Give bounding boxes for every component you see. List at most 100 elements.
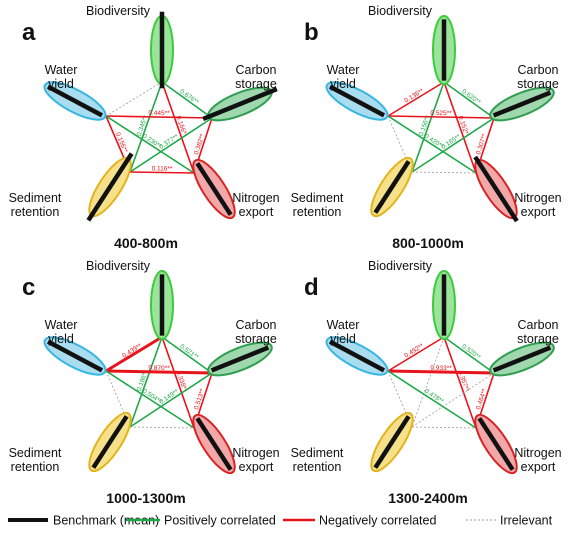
label-water-2: yield (48, 332, 74, 346)
label-carbon-2: storage (517, 332, 559, 346)
edge-label-carbon-nitrogen: 0.513** (193, 388, 206, 411)
edge-biodiversity-nitrogen (443, 336, 477, 429)
edge-carbon-water (105, 115, 213, 119)
edge-carbon-sediment (411, 117, 495, 173)
legend-benchmark-label: Benchmark (mean) (53, 514, 159, 528)
edge-biodiversity-carbon (161, 81, 213, 119)
node-carbon (489, 341, 555, 377)
benchmark-bar-nitrogen (195, 417, 233, 471)
edge-label-carbon-water: 0.933** (430, 365, 452, 372)
label-sediment-2: retention (11, 205, 60, 219)
edge-biodiversity-sediment (411, 81, 445, 173)
benchmark-bar-sediment (373, 160, 411, 214)
benchmark-bar-nitrogen (473, 155, 519, 223)
edge-label-water-sediment: 0.156** (114, 131, 129, 154)
node-biodiversity (150, 11, 174, 89)
benchmark-bar-carbon (202, 87, 278, 121)
edge-label-biodiversity-carbon: 0.520** (460, 343, 482, 361)
edge-carbon-sediment (129, 117, 213, 173)
node-sediment (370, 411, 414, 473)
label-carbon-2: storage (235, 332, 277, 346)
node-nitrogen (192, 158, 236, 220)
panel-d: 0.520**0.492**0.357**0.933**0.464**0.478… (291, 259, 562, 506)
node-biodiversity (432, 15, 456, 85)
edge-sediment-nitrogen (129, 426, 195, 429)
panel-range-c: 1000-1300m (106, 490, 185, 506)
edge-label-biodiversity-carbon: 0.521** (178, 343, 200, 361)
edge-carbon-sediment (129, 372, 213, 428)
node-water (43, 81, 107, 121)
node-sediment (370, 156, 414, 218)
edge-biodiversity-water (387, 336, 445, 372)
node-water (325, 336, 389, 376)
label-nitrogen-1: Nitrogen (514, 191, 561, 205)
edge-biodiversity-water (387, 81, 445, 117)
edge-biodiversity-sediment (129, 336, 163, 428)
benchmark-bar-water (328, 84, 386, 118)
label-sediment-2: retention (293, 460, 342, 474)
benchmark-bar-sediment (86, 152, 134, 222)
legend-positive-label: Positively correlated (164, 514, 276, 528)
label-sediment-2: retention (11, 460, 60, 474)
label-sediment-1: Sediment (291, 191, 344, 205)
label-nitrogen-2: export (521, 205, 556, 219)
benchmark-bar-nitrogen (477, 417, 515, 471)
panel-b: 0.620**0.136**0.156**0.152**0.525**0.165… (291, 4, 562, 251)
label-sediment-2: retention (293, 205, 342, 219)
label-water-1: Water (327, 63, 360, 77)
node-sediment (86, 152, 134, 222)
benchmark-bar-sediment (373, 415, 411, 469)
edge-water-nitrogen (387, 370, 477, 429)
node-biodiversity (150, 270, 174, 340)
node-carbon (207, 341, 273, 377)
edge-water-nitrogen (105, 115, 195, 174)
edge-water-nitrogen (387, 115, 477, 174)
edge-carbon-sediment (411, 372, 495, 428)
label-water-1: Water (45, 318, 78, 332)
label-carbon-1: Carbon (236, 318, 277, 332)
edge-biodiversity-nitrogen (443, 81, 477, 174)
edge-carbon-water (105, 369, 213, 375)
node-nitrogen (474, 413, 518, 475)
label-carbon-2: storage (517, 77, 559, 91)
panel-c: 0.521**0.439**0.186**0.338**0.870**0.149… (9, 259, 280, 506)
edge-carbon-water (387, 115, 495, 119)
panel-letter-b: b (304, 19, 319, 46)
label-water-2: yield (330, 332, 356, 346)
panel-letter-d: d (304, 274, 319, 301)
node-carbon (202, 86, 278, 122)
panel-letter-a: a (22, 19, 36, 46)
panel-range-a: 400-800m (114, 235, 178, 251)
label-water-1: Water (45, 63, 78, 77)
label-nitrogen-1: Nitrogen (514, 446, 561, 460)
benchmark-bar-carbon (210, 345, 270, 373)
label-biodiversity: Biodiversity (368, 4, 433, 18)
edge-label-carbon-water: 0.870** (148, 365, 170, 372)
label-sediment-1: Sediment (291, 446, 344, 460)
edge-water-nitrogen (105, 370, 195, 429)
node-biodiversity (432, 270, 456, 340)
node-sediment (88, 411, 132, 473)
edge-biodiversity-carbon (161, 336, 213, 374)
label-biodiversity: Biodiversity (86, 4, 151, 18)
edge-biodiversity-sediment (129, 81, 163, 173)
label-biodiversity: Biodiversity (368, 259, 433, 273)
benchmark-bar-water (46, 339, 104, 373)
edge-label-carbon-nitrogen: 0.382** (193, 133, 206, 156)
edge-label-carbon-water: 0.445** (148, 110, 170, 117)
label-water-1: Water (327, 318, 360, 332)
edge-biodiversity-nitrogen (161, 336, 195, 429)
edge-biodiversity-water (105, 335, 163, 373)
node-nitrogen (473, 155, 519, 223)
node-water (43, 336, 107, 376)
legend-irrelevant-label: Irrelevant (500, 514, 553, 528)
label-carbon-2: storage (235, 77, 277, 91)
panel-a: 0.676**0.345**0.166**0.445**0.377**0.382… (9, 4, 280, 251)
panel-range-d: 1300-2400m (388, 490, 467, 506)
edge-biodiversity-carbon (443, 81, 495, 119)
edge-biodiversity-water (105, 81, 163, 117)
edge-label-carbon-nitrogen: 0.307** (475, 133, 488, 156)
label-biodiversity: Biodiversity (86, 259, 151, 273)
benchmark-bar-carbon (492, 90, 552, 118)
benchmark-bar-water (46, 84, 104, 118)
